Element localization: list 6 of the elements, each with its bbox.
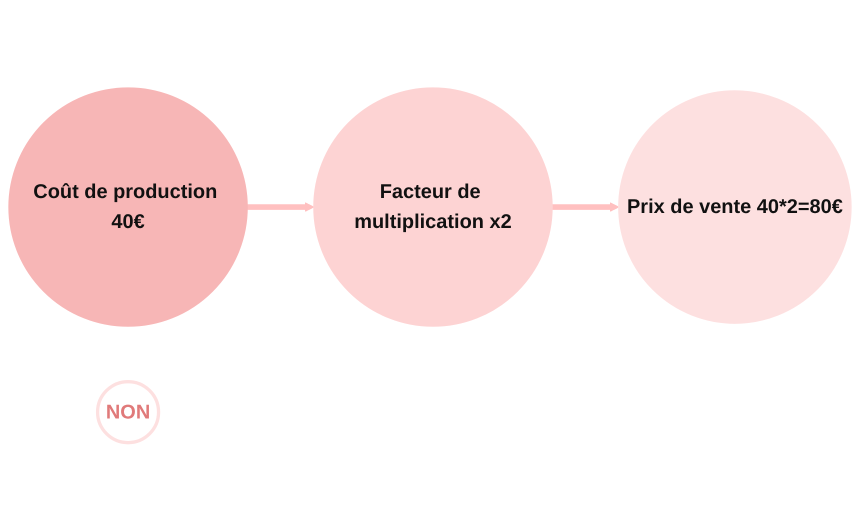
node-circle: NON (96, 380, 160, 445)
node-circle: Facteur de multiplication x2 (313, 88, 553, 328)
arrow (552, 202, 620, 212)
arrow (247, 202, 314, 212)
node-circle: Prix de vente 40*2=80€ (618, 90, 852, 324)
node-circle: Coût de production 40€ (8, 88, 248, 328)
